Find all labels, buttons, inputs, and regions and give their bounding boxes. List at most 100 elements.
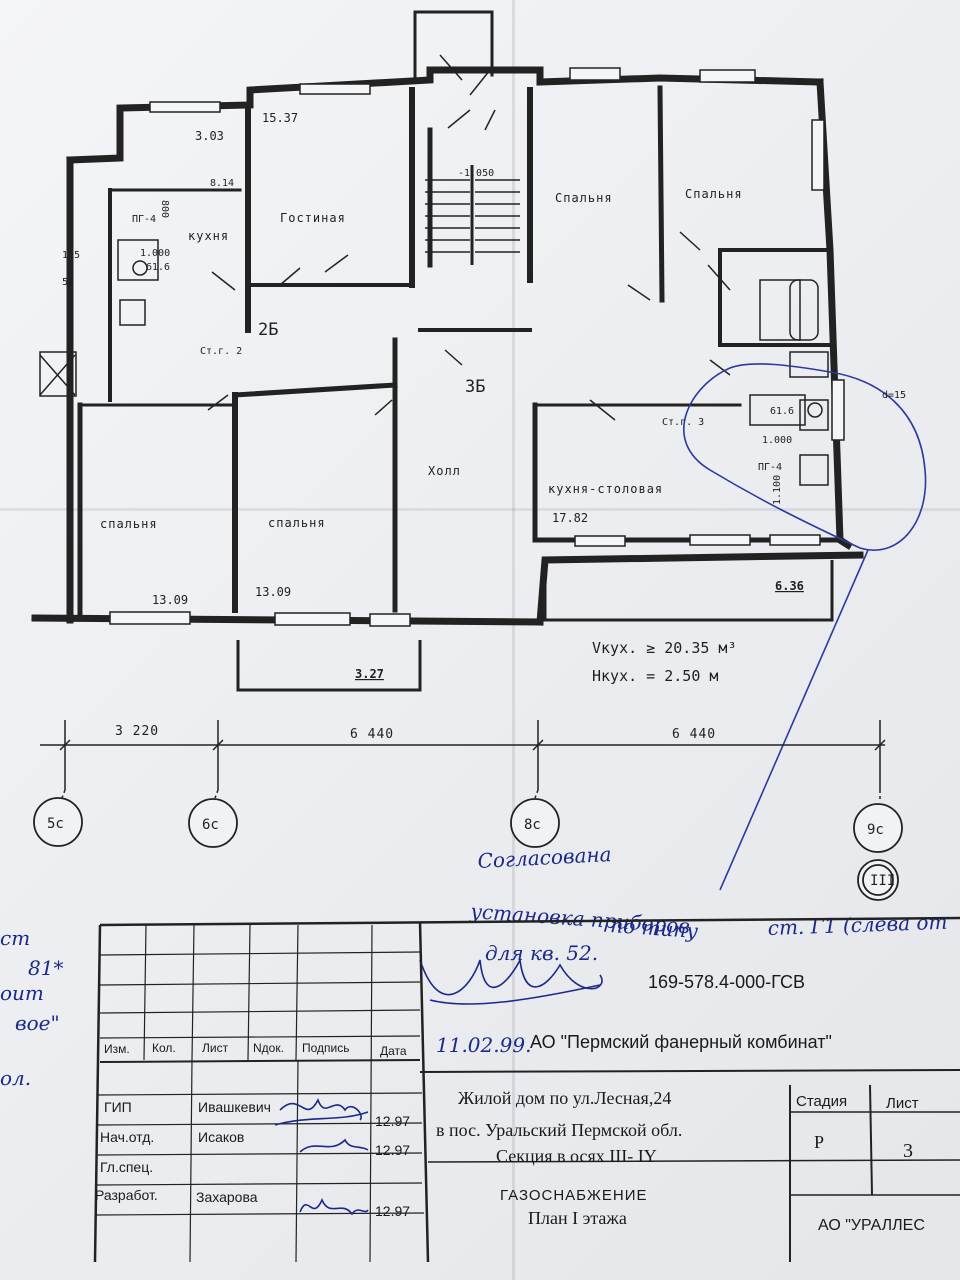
tag-pg4-right: ПГ-4 <box>758 462 782 473</box>
area-label: 15.37 <box>262 111 298 125</box>
paper-fold-horizontal <box>0 508 960 511</box>
sheet-label: Лист <box>886 1095 919 1112</box>
doc-code: 169-578.4-000-ГСВ <box>648 972 805 992</box>
tb-col-izm: Изм. <box>104 1042 130 1056</box>
tag-1000-left: 1.000 <box>140 248 170 259</box>
kitchen-volume-note: Vкух. ≥ 20.35 м³ <box>592 639 737 657</box>
tb-col-data: Дата <box>380 1044 407 1058</box>
room-label-living: Гостиная <box>280 211 346 225</box>
tag-800: 800 <box>159 200 170 218</box>
pen-circle-annotation <box>683 363 927 891</box>
tb-name: Захарова <box>196 1189 258 1205</box>
apartment-label-3b: 3Б <box>465 377 485 397</box>
project-line-2: в пос. Уральский Пермской обл. <box>436 1120 682 1140</box>
tag-d15: d=15 <box>882 390 906 401</box>
axis-bubble-6c <box>188 798 238 848</box>
area-label: 8.14 <box>210 178 234 189</box>
room-label-bedroom-bottom-2: спальня <box>268 516 326 530</box>
dimension-lines <box>40 720 886 800</box>
drawing-title-plan: План I этажа <box>528 1208 627 1228</box>
signature-zakharova <box>299 1198 369 1216</box>
handwritten-approval-line5: для кв. 52. <box>485 941 598 965</box>
room-label-kitchen: кухня <box>188 229 229 243</box>
tb-role: ГИП <box>104 1099 132 1115</box>
tag-stg3: Ст.г. 3 <box>662 417 704 428</box>
tb-col-list: Лист <box>202 1041 229 1055</box>
org-name: АО "Пермский фанерный комбинат" <box>530 1032 832 1052</box>
handwritten-signature-main <box>419 957 603 1005</box>
appliances <box>39 239 829 486</box>
tb-date: 12.97 <box>375 1113 410 1129</box>
handwritten-approval-line1: Согласована <box>477 842 612 873</box>
room-label-hall: Холл <box>428 464 461 478</box>
signature-ivashkevich <box>274 1097 369 1126</box>
tb-col-kol: Кол. <box>152 1041 176 1055</box>
tag-stg2: Ст.г. 2 <box>200 346 242 357</box>
stage-label: Стадия <box>796 1093 847 1110</box>
drawing-title-gas: ГАЗОСНАБЖЕНИЕ <box>500 1187 648 1204</box>
tb-col-podpis: Подпись <box>302 1041 350 1055</box>
axis-bubbles <box>33 797 903 901</box>
margin-mark: оит <box>0 981 44 1005</box>
room-label-bedroom-bottom-1: спальня <box>100 517 158 531</box>
stage-value: Р <box>814 1132 824 1152</box>
tb-col-ndok: Nдок. <box>253 1041 284 1055</box>
area-label-balcony: 3.27 <box>355 667 384 681</box>
room-label-bedroom-top-2: Спальня <box>685 187 743 201</box>
tb-role: Гл.спец. <box>100 1159 153 1175</box>
tag-1100: 1.100 <box>772 475 783 505</box>
tb-date: 12.97 <box>375 1203 410 1219</box>
axis-label-5c: 5с <box>47 816 64 832</box>
section-mark-label: III <box>870 873 895 889</box>
handwritten-approval-line4: ст. Г1 (слева от <box>767 910 947 940</box>
room-label-bedroom-top-1: Спальня <box>555 191 613 205</box>
area-label: 13.09 <box>255 585 291 599</box>
kitchen-height-note: Hкух. = 2.50 м <box>592 667 718 685</box>
handwritten-date: 11.02.99. <box>436 1033 531 1057</box>
tb-name: Исаков <box>198 1129 244 1145</box>
dimension-value: 6 440 <box>672 727 716 742</box>
balconies <box>236 560 834 692</box>
area-label: 13.09 <box>152 593 188 607</box>
project-line-3: Секция в осях III- IY <box>496 1146 657 1166</box>
paper-fold-vertical <box>512 0 515 1280</box>
windows <box>109 67 845 627</box>
axis-bubble-8c <box>510 798 560 848</box>
project-line-1: Жилой дом по ул.Лесная,24 <box>458 1088 671 1108</box>
margin-mark: вое" <box>15 1011 60 1035</box>
margin-mark: ол. <box>0 1066 31 1090</box>
dimension-value: 6 440 <box>350 727 394 742</box>
signature-isakov <box>299 1138 369 1153</box>
tag-elevation: -1.050 <box>458 168 494 179</box>
dimension-value: 3 220 <box>115 724 159 739</box>
axis-bubble-9c <box>853 803 903 853</box>
title-block-grid <box>93 916 960 1263</box>
sheet-value: 3 <box>903 1140 913 1162</box>
tag-1000-right: 1.000 <box>762 435 792 446</box>
tb-date: 12.97 <box>375 1142 410 1158</box>
tag-61-left: 61.6 <box>146 262 170 273</box>
org-name-2: АО "УРАЛЛЕС <box>818 1217 925 1234</box>
area-label: 17.82 <box>552 511 588 525</box>
axis-bubble-5c <box>33 797 83 847</box>
axis-label-8c: 8с <box>524 817 541 833</box>
tag-61-right: 61.6 <box>770 406 794 417</box>
margin-mark: 81* <box>28 956 63 980</box>
tag-side-51: 51 <box>62 277 74 288</box>
tb-role: Нач.отд. <box>100 1129 154 1145</box>
area-label: 3.03 <box>195 129 224 143</box>
staircase <box>425 165 520 265</box>
door-swings <box>207 54 731 421</box>
room-label-kitchen-dining: кухня-столовая <box>548 482 663 496</box>
margin-mark: ст <box>0 926 30 950</box>
apartment-label-2b: 2Б <box>258 320 278 340</box>
handwritten-approval-line3: по типу <box>610 913 699 943</box>
tb-name: Ивашкевич <box>198 1099 271 1115</box>
axis-label-9c: 9с <box>867 822 884 838</box>
tag-pg4-left: ПГ-4 <box>132 214 156 225</box>
axis-label-6c: 6с <box>202 817 219 833</box>
tag-side-15: 1.5 <box>62 250 80 261</box>
tb-role: Разработ. <box>95 1187 158 1203</box>
